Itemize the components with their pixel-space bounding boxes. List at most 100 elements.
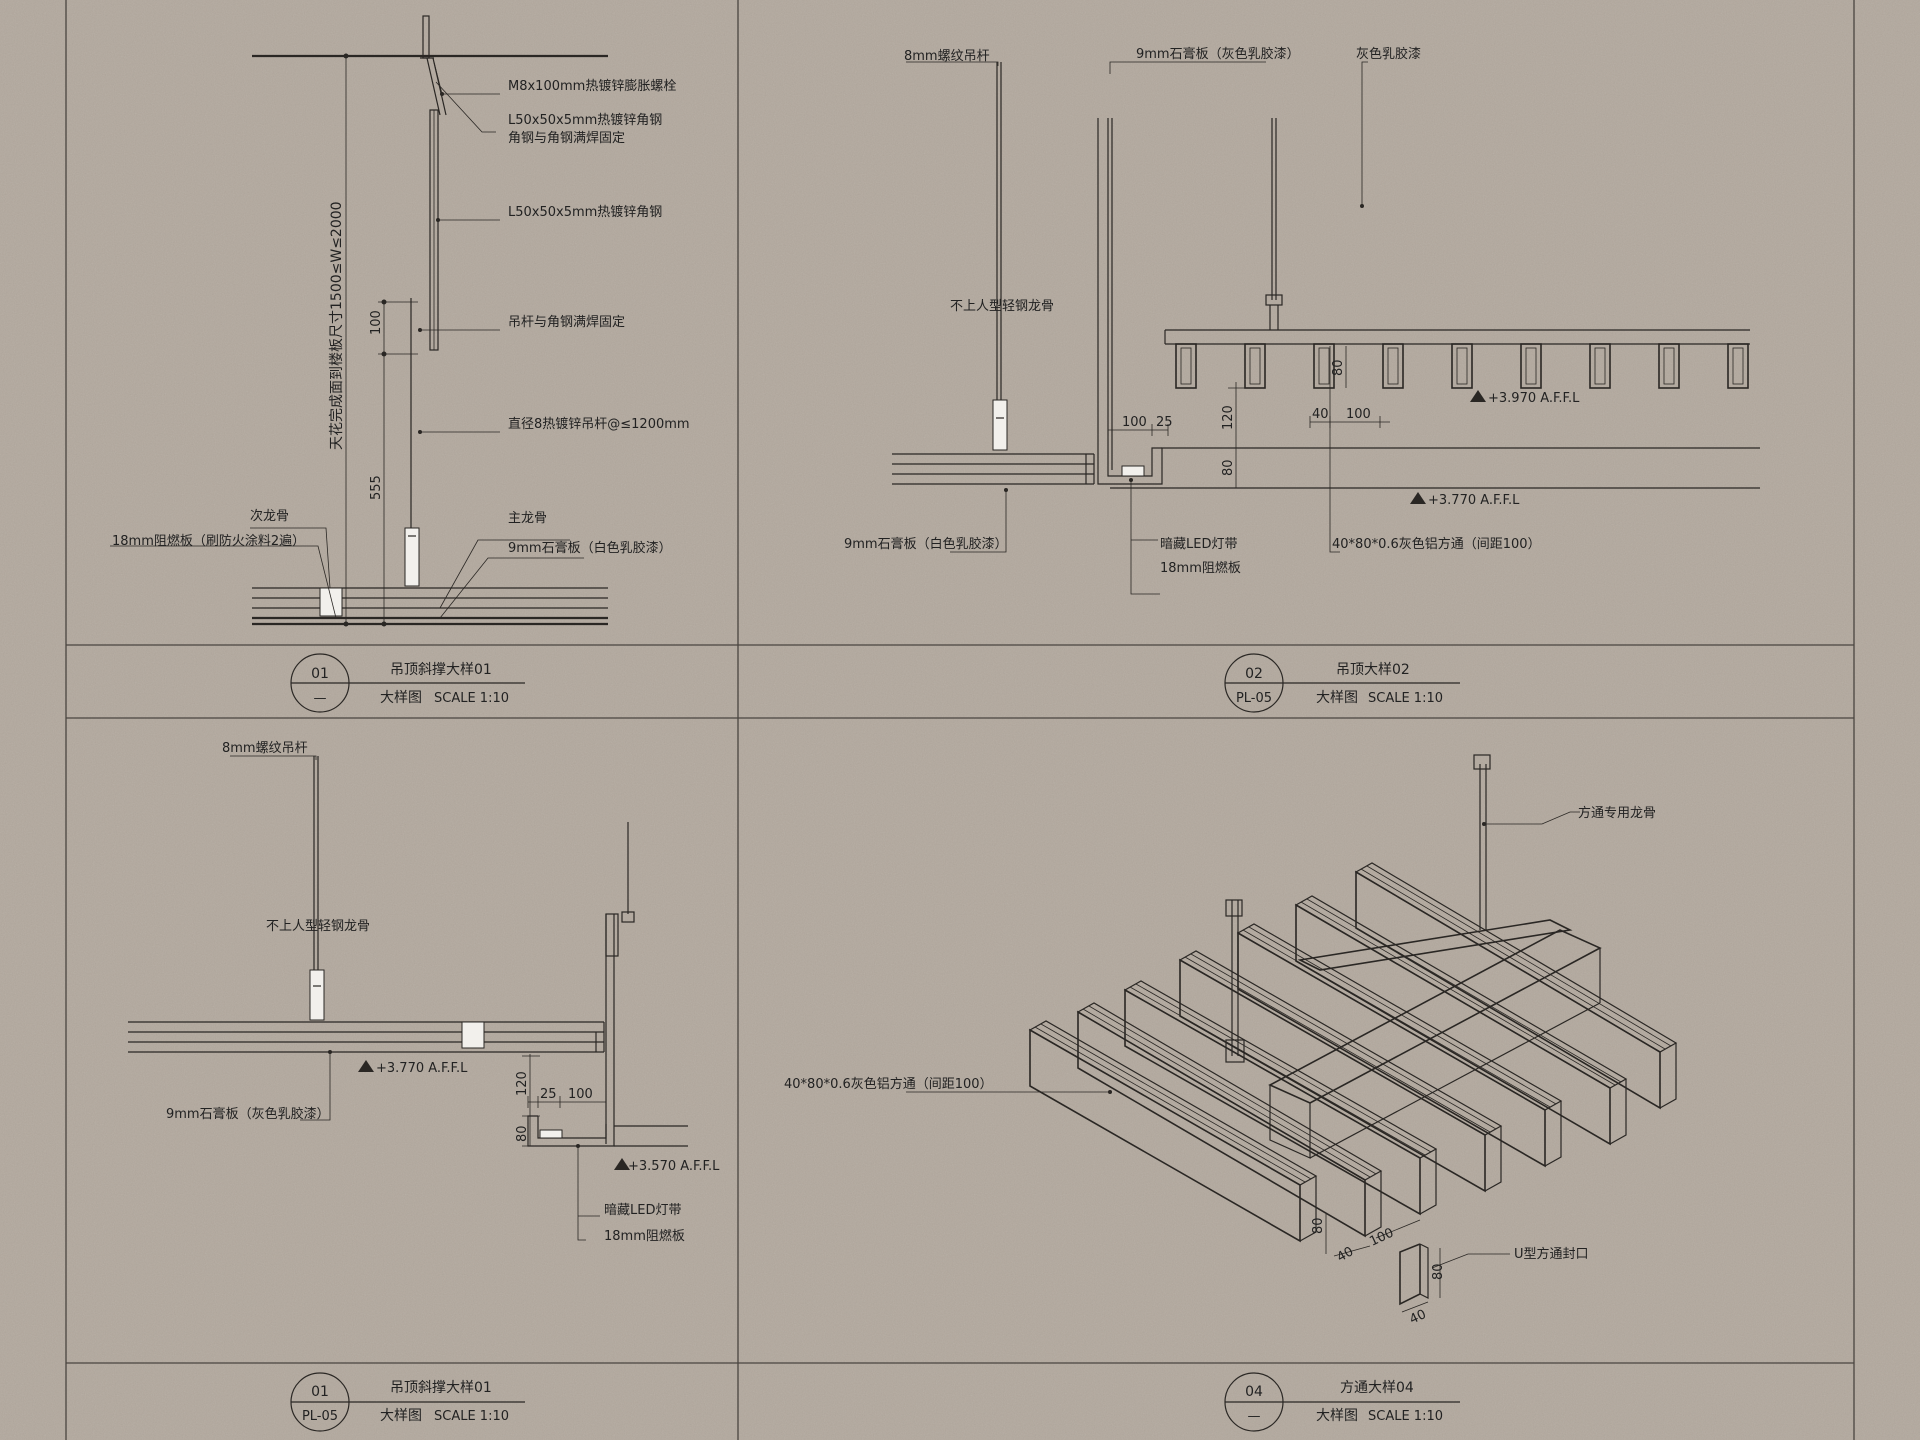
dim-80b: 80 xyxy=(1331,359,1346,376)
label-tube: 40*80*0.6灰色铝方通（间距100） xyxy=(784,1076,993,1092)
label-rod-weld: 吊杆与角钢满焊固定 xyxy=(508,314,625,330)
aluminum-tube xyxy=(1028,1020,1318,1243)
tube-section xyxy=(1244,343,1266,389)
label-gypsum-white: 9mm石膏板（白色乳胶漆） xyxy=(844,536,1008,552)
title-sub: 大样图 xyxy=(380,690,422,706)
label-light-keel: 不上人型轻钢龙骨 xyxy=(266,919,370,934)
led-strip xyxy=(1121,465,1145,477)
tube-section xyxy=(1313,343,1335,389)
level-1: +3.770 A.F.F.L xyxy=(376,1061,468,1076)
level-1: +3.970 A.F.F.L xyxy=(1488,391,1580,406)
title-num: 02 xyxy=(1245,666,1263,682)
aluminum-tube xyxy=(1076,1002,1383,1238)
label-keel: 方通专用龙骨 xyxy=(1578,805,1656,821)
label-grey-paint: 灰色乳胶漆 xyxy=(1356,46,1421,62)
title-name: 吊顶斜撑大样01 xyxy=(390,1380,492,1396)
title-sub: 大样图 xyxy=(1316,690,1358,706)
tube-section xyxy=(1451,343,1473,389)
level-2: +3.770 A.F.F.L xyxy=(1428,493,1520,508)
panel-4-isometric-detail: 80 40 100 80 40 方通专用龙骨 40*80*0.6灰色铝方通（间距… xyxy=(784,754,1678,1328)
ceiling-boards xyxy=(252,587,608,626)
dim-100: 100 xyxy=(568,1087,593,1102)
panel-1-brace-detail: 100 555 天花完成面到楼板尺寸1500≤W≤2000 M8x100mm热镀… xyxy=(110,15,690,627)
dim-25: 25 xyxy=(1156,415,1173,430)
label-secondary-keel: 次龙骨 xyxy=(250,508,289,524)
u-cap xyxy=(1399,1243,1421,1306)
dim-100b: 100 xyxy=(1346,407,1371,422)
tube-section xyxy=(1658,343,1680,389)
dim-120: 120 xyxy=(515,1071,530,1096)
panel-2-ceiling-detail: 120 80 80 100 25 40 100 +3.970 A.F.F.L +… xyxy=(844,46,1760,595)
label-gypsum: 9mm石膏板（灰色乳胶漆） xyxy=(166,1106,330,1122)
label-angle-1b: 角钢与角钢满焊固定 xyxy=(508,130,625,146)
title-scale: SCALE 1:10 xyxy=(1368,691,1443,706)
title-sub: 大样图 xyxy=(380,1408,422,1424)
level-mark-2 xyxy=(614,1158,630,1170)
gypsum-grey-board xyxy=(128,1021,605,1053)
title-num: 01 xyxy=(311,1384,329,1400)
panel-4-title-block: 04 — 方通大样04 大样图 SCALE 1:10 xyxy=(1224,1372,1460,1432)
title-scale: SCALE 1:10 xyxy=(434,691,509,706)
dim-40a: 40 xyxy=(1335,1244,1357,1265)
vertical-note: 天花完成面到楼板尺寸1500≤W≤2000 xyxy=(329,201,345,450)
level-mark-1 xyxy=(358,1060,374,1072)
keel-rail xyxy=(1297,919,1573,971)
title-num: 01 xyxy=(311,666,329,682)
label-fire-board: 18mm阻燃板 xyxy=(604,1228,685,1244)
title-ref: — xyxy=(1248,1409,1261,1424)
aluminum-tube-row xyxy=(1175,343,1749,389)
title-ref: — xyxy=(314,691,327,706)
dim-25: 25 xyxy=(540,1087,557,1102)
tube-section xyxy=(1175,343,1197,389)
dim-100: 100 xyxy=(369,310,384,335)
tube-section xyxy=(1727,343,1749,389)
aluminum-tube xyxy=(1178,950,1503,1193)
label-angle-2: L50x50x5mm热镀锌角钢 xyxy=(508,204,662,220)
title-num: 04 xyxy=(1245,1384,1263,1400)
label-tube: 40*80*0.6灰色铝方通（间距100） xyxy=(1332,536,1541,552)
label-led: 暗藏LED灯带 xyxy=(1160,537,1237,552)
title-scale: SCALE 1:10 xyxy=(434,1409,509,1424)
label-rod: 8mm螺纹吊杆 xyxy=(222,741,308,756)
label-angle-1a: L50x50x5mm热镀锌角钢 xyxy=(508,112,662,128)
label-light-keel: 不上人型轻钢龙骨 xyxy=(950,299,1054,314)
label-gypsum-grey: 9mm石膏板（灰色乳胶漆） xyxy=(1136,46,1300,62)
aluminum-tube xyxy=(1354,862,1678,1110)
tube-section xyxy=(1520,343,1542,389)
label-main-keel: 主龙骨 xyxy=(508,511,547,526)
secondary-keel xyxy=(319,587,343,617)
label-led: 暗藏LED灯带 xyxy=(604,1203,681,1218)
label-gypsum: 9mm石膏板（白色乳胶漆） xyxy=(508,540,672,556)
dim-80b: 80 xyxy=(1431,1263,1446,1280)
title-name: 吊顶斜撑大样01 xyxy=(390,662,492,678)
led-strip xyxy=(539,1129,563,1139)
tube-keel-cross xyxy=(1268,929,1602,1159)
label-rod: 8mm螺纹吊杆 xyxy=(904,49,990,64)
dim-120: 120 xyxy=(1221,405,1236,430)
gypsum-white-board xyxy=(892,453,1095,485)
dim-100a: 100 xyxy=(1122,415,1147,430)
dim-80a: 80 xyxy=(1311,1217,1326,1234)
dim-80a: 80 xyxy=(1221,459,1236,476)
title-ref: PL-05 xyxy=(302,1409,338,1424)
title-name: 吊顶大样02 xyxy=(1336,662,1410,678)
sheet-frame xyxy=(65,0,1855,1440)
light-keel-clip xyxy=(992,399,1008,451)
tube-section xyxy=(1589,343,1611,389)
panel-3-title-block: 01 PL-05 吊顶斜撑大样01 大样图 SCALE 1:10 xyxy=(290,1372,525,1432)
title-name: 方通大样04 xyxy=(1340,1380,1414,1396)
level-mark-1 xyxy=(1470,390,1486,402)
level-2: +3.570 A.F.F.L xyxy=(628,1159,720,1174)
panel-3-ceiling-detail: 120 80 25 100 +3.770 A.F.F.L +3.570 A.F.… xyxy=(128,741,720,1244)
main-keel-clip xyxy=(404,527,420,587)
label-cap: U型方通封口 xyxy=(1514,1246,1589,1262)
aluminum-tube xyxy=(1123,980,1438,1216)
dim-40: 40 xyxy=(1312,407,1329,422)
label-fire-board: 18mm阻燃板 xyxy=(1160,560,1241,576)
level-mark-2 xyxy=(1410,492,1426,504)
dim-40b: 40 xyxy=(1407,1307,1428,1328)
title-ref: PL-05 xyxy=(1236,691,1272,706)
light-keel-clip xyxy=(309,969,325,1021)
